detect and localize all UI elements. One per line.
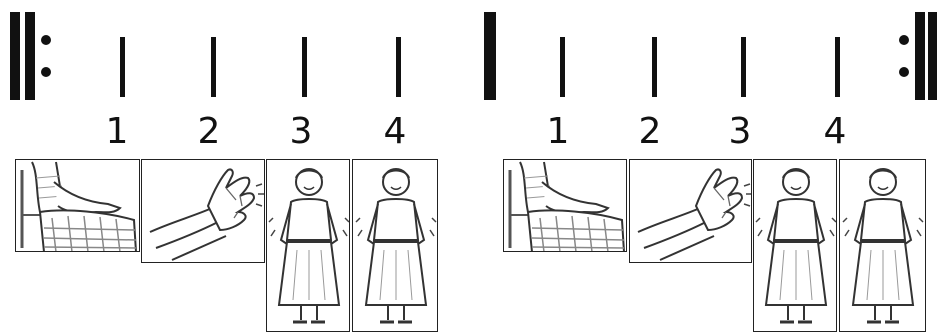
pat-lap-icon <box>15 159 140 252</box>
start-repeat-sign <box>10 12 51 100</box>
shake-girl-icon <box>352 159 438 332</box>
beat-count-label: 3 <box>281 112 321 152</box>
beat-mark <box>120 37 125 97</box>
beat-count-label: 3 <box>720 112 760 152</box>
shake-girl-icon <box>753 159 837 332</box>
beat-count-label: 2 <box>630 112 670 152</box>
beat-mark <box>396 37 401 97</box>
beat-mark <box>652 37 657 97</box>
beat-count-label: 1 <box>97 112 137 152</box>
end-repeat-sign <box>899 12 937 100</box>
bar-line <box>484 12 496 100</box>
beat-count-label: 4 <box>815 112 855 152</box>
beat-mark <box>302 37 307 97</box>
beat-mark <box>211 37 216 97</box>
beat-mark <box>835 37 840 97</box>
beat-count-label: 1 <box>538 112 578 152</box>
clap-icon <box>141 159 265 263</box>
clap-icon <box>629 159 752 263</box>
pat-lap-icon <box>503 159 627 252</box>
beat-count-label: 2 <box>189 112 229 152</box>
shake-girl-icon <box>266 159 350 332</box>
beat-count-label: 4 <box>375 112 415 152</box>
beat-mark <box>741 37 746 97</box>
rhythm-staff <box>0 0 939 110</box>
beat-mark <box>560 37 565 97</box>
shake-girl-icon <box>839 159 926 332</box>
